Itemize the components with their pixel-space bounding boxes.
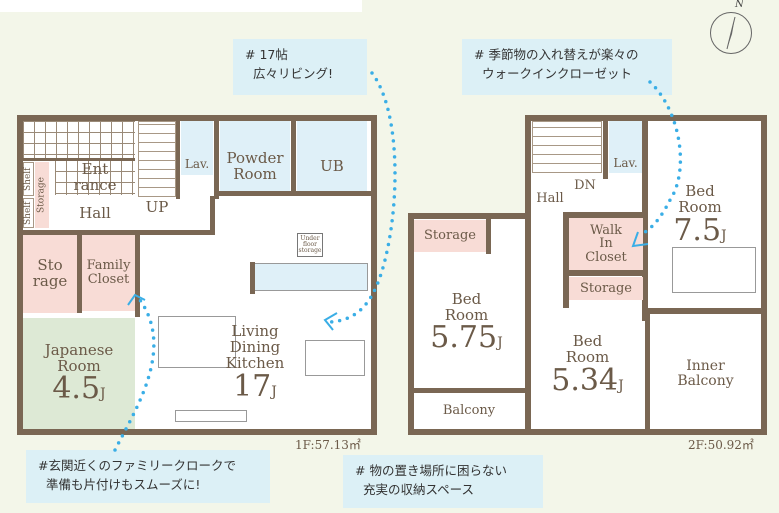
japanese-room-size: 4.5J [52,374,105,404]
compass: N [710,0,752,54]
room-storage-1f: Sto rage [23,235,77,313]
bed-a-size: 5.75J [430,323,502,353]
callout-living: # 17帖 広々リビング! [233,39,367,95]
ldk-label: Living Dining Kitchen [225,322,285,372]
room-japanese: Japanese Room 4.5J [23,318,135,429]
bed-c-size: 7.5J [673,212,727,248]
room-bed-a: Bed Room 5.75J [414,285,519,360]
wall [603,121,608,179]
wall [210,196,215,234]
room-lav-1f: Lav. [181,121,213,175]
floor-2-area: 2F:50.92㎡ [688,438,754,452]
size-unit: J [271,383,277,400]
callout-walk-in-closet: # 季節物の入れ替えが楽々の ウォークインクローゼット [462,39,672,95]
size-value: 7.5 [673,212,722,248]
wall [645,308,761,314]
label-up: UP [145,198,169,217]
bed-c-label: Bed Room [678,182,722,216]
tv-stand [175,410,247,422]
size-unit: J [721,227,727,244]
wall [486,219,491,254]
room-bed-c: Bed Room 7.5J [655,180,745,250]
room-ub: UB [297,121,367,191]
bed-b-size: 5.34J [551,362,624,398]
compass-north-label: N [735,0,744,10]
wall [563,212,569,308]
underfloor-storage: Under floor storage [297,233,323,257]
room-hall-2f: Hall [536,191,564,207]
room-powder: Powder Room [220,121,290,191]
stairs [138,121,176,197]
room-storage-2f-a: Storage [414,220,486,252]
ldk-size: 17J [233,368,277,404]
room-entrance: Ent rance [55,160,135,195]
kitchen-counter [252,263,368,291]
wall [219,191,371,196]
floor-1-area: 1F:57.13㎡ [295,438,361,452]
wall [176,121,180,199]
japanese-room-label: Japanese Room [44,340,114,375]
bed-a-label: Bed Room [444,289,489,324]
wall [563,212,645,218]
room-balcony: Balcony [442,403,496,419]
room-storage-2f-b: Storage [569,277,643,300]
wall [563,270,645,276]
bed-furniture [672,247,756,293]
size-value: 17 [233,368,272,404]
size-unit: J [100,386,106,403]
room-ldk: Living Dining Kitchen 17J [210,318,300,408]
room-family-closet: Family Closet [82,235,135,311]
wall [250,262,255,294]
room-inner-balcony: Inner Balcony [677,358,734,389]
room-hall: Hall [79,204,111,223]
wall [77,235,82,313]
shelf-label: Shelf [22,201,33,225]
size-value: 5.34 [551,362,619,398]
stairs-2f [532,121,602,173]
size-unit: J [497,335,503,352]
shelf-2: Shelf [23,198,34,228]
storage-small: Storage [35,162,49,228]
callout-family-closet: #玄関近くのファミリークロークで 準備も片付けもスムーズに! [26,450,270,503]
size-unit: J [618,377,624,394]
dining-table [305,340,365,376]
compass-needle-icon [726,16,736,50]
background-strip [0,0,362,12]
wall [135,232,140,317]
label-dn: DN [574,178,596,194]
shelf-label: Shelf [22,167,33,191]
callout-storage: # 物の置き場所に困らない 充実の収納スペース [343,455,543,508]
wall [23,158,135,161]
entrance-tiles [23,121,135,161]
size-value: 5.75 [430,320,498,356]
shelf-1: Shelf [23,162,34,196]
wall [291,121,296,191]
sofa [158,316,236,368]
bed-b-label: Bed Room [565,332,610,366]
room-bed-b: Bed Room 5.34J [535,330,640,400]
size-value: 4.5 [52,371,101,407]
wall [23,230,215,235]
wall [645,314,650,432]
room-lav-2f: Lav. [609,121,642,173]
wall [408,388,528,393]
wall [214,121,219,199]
wall [525,213,531,435]
room-walk-in-closet: Walk In Closet [569,218,643,270]
storage-label: Storage [36,177,47,213]
